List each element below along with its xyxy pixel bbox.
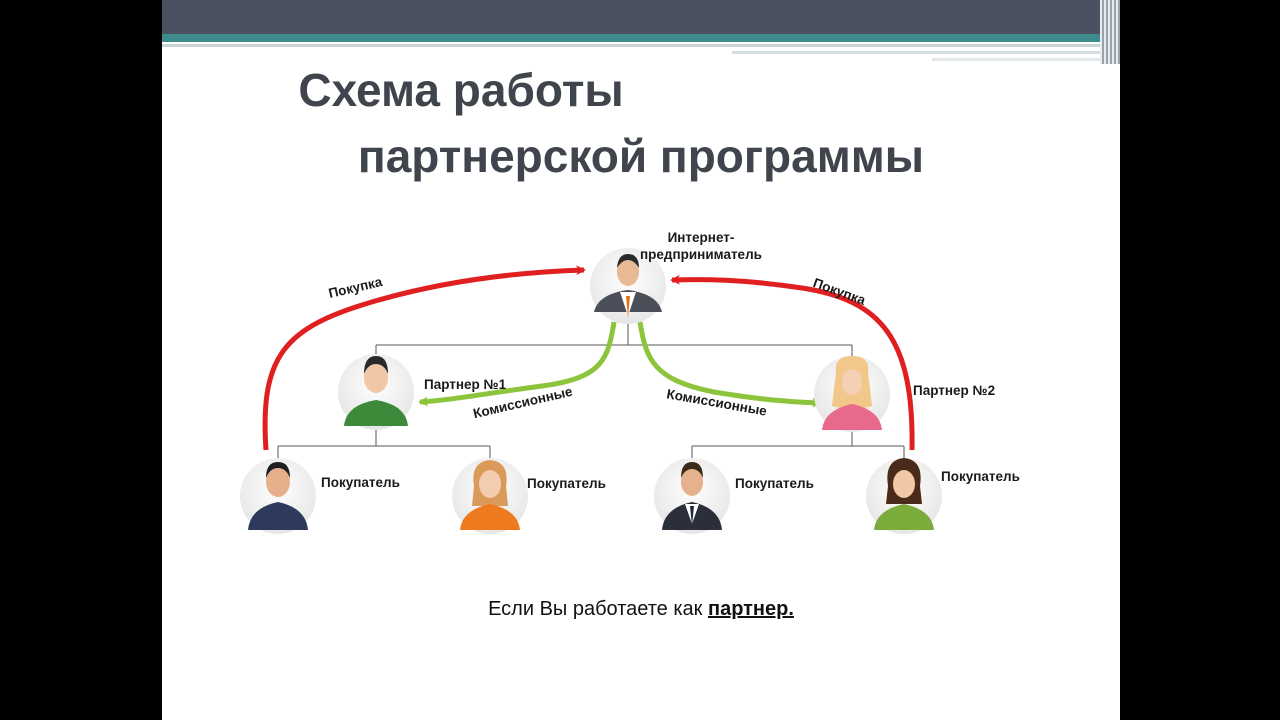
partner1-avatar [338,354,414,430]
caption: Если Вы работаете как партнер. [162,598,1120,621]
entrepreneur-avatar [590,248,666,324]
partner2-avatar [814,356,890,432]
header-line [932,58,1120,61]
partner-program-diagram [240,248,942,534]
caption-prefix: Если Вы работаете как [488,598,708,620]
decorative-stripes [1100,0,1120,64]
caption-suffix: . [788,598,794,620]
buyer3-label: Покупатель [735,476,814,491]
caption-emphasis: партнер [707,598,789,620]
slide-title-line1: Схема работы [298,64,624,116]
buyer3-avatar [654,458,730,534]
buyer1-label: Покупатель [321,475,400,490]
buyer4-label: Покупатель [941,469,1020,484]
buyer2-avatar [452,458,528,534]
commission-arrow-right [637,321,822,408]
header-line [732,51,1120,54]
slide: Схема работы партнерской программы [162,0,1120,720]
buyer2-label: Покупатель [527,476,606,491]
purchase-arrow-right [670,274,915,451]
buyer4-avatar [866,458,942,534]
header-bar [162,0,1120,34]
entrepreneur-label: Интернет- предприниматель [640,230,762,262]
buyer1-avatar [240,458,316,534]
header-line [162,44,1120,47]
partner2-label: Партнер №2 [913,383,996,398]
slide-title-line2: партнерской программы [357,130,925,182]
partner1-label: Партнер №1 [424,377,507,392]
header-accent-stripe [162,34,1120,42]
commission-arrow-left [418,321,617,407]
purchase-arrow-left [262,265,586,451]
